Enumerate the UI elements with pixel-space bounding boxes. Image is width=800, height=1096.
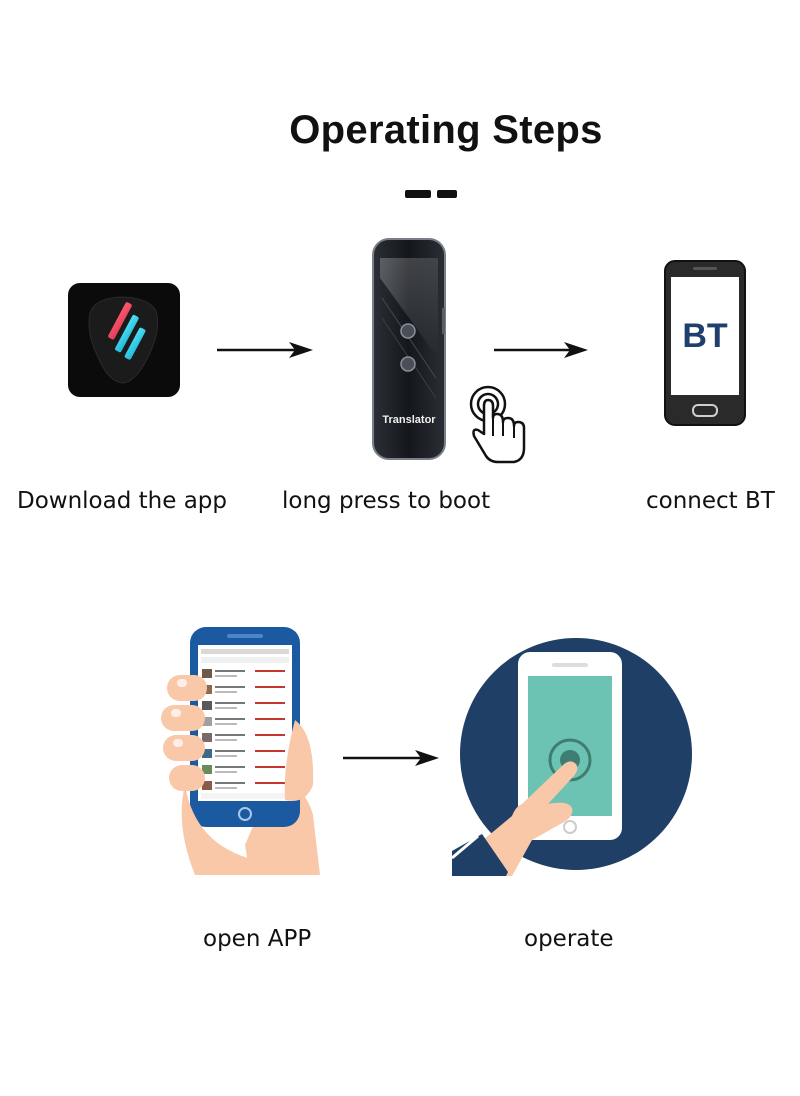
translator-device: Translator bbox=[372, 238, 446, 460]
app-logo-icon bbox=[68, 283, 180, 397]
smartphone-icon: BT bbox=[663, 259, 747, 427]
title-divider bbox=[405, 190, 457, 200]
arrow-right-icon bbox=[494, 340, 590, 360]
step-label-boot: long press to boot bbox=[282, 488, 491, 514]
step-label-operate: operate bbox=[524, 926, 614, 952]
page-title: Operating Steps bbox=[289, 108, 603, 152]
step-label-connect: connect BT bbox=[646, 488, 775, 514]
arrow-right-icon bbox=[217, 340, 315, 360]
bt-text: BT bbox=[682, 317, 728, 355]
finger-tap-phone-icon bbox=[452, 636, 692, 876]
step-label-open-app: open APP bbox=[203, 926, 312, 952]
arrow-right-icon bbox=[343, 748, 441, 768]
device-brand-text: Translator bbox=[382, 414, 436, 426]
step-label-download: Download the app bbox=[17, 488, 227, 514]
hand-holding-phone-icon bbox=[155, 625, 325, 875]
tap-hand-icon bbox=[466, 384, 530, 468]
